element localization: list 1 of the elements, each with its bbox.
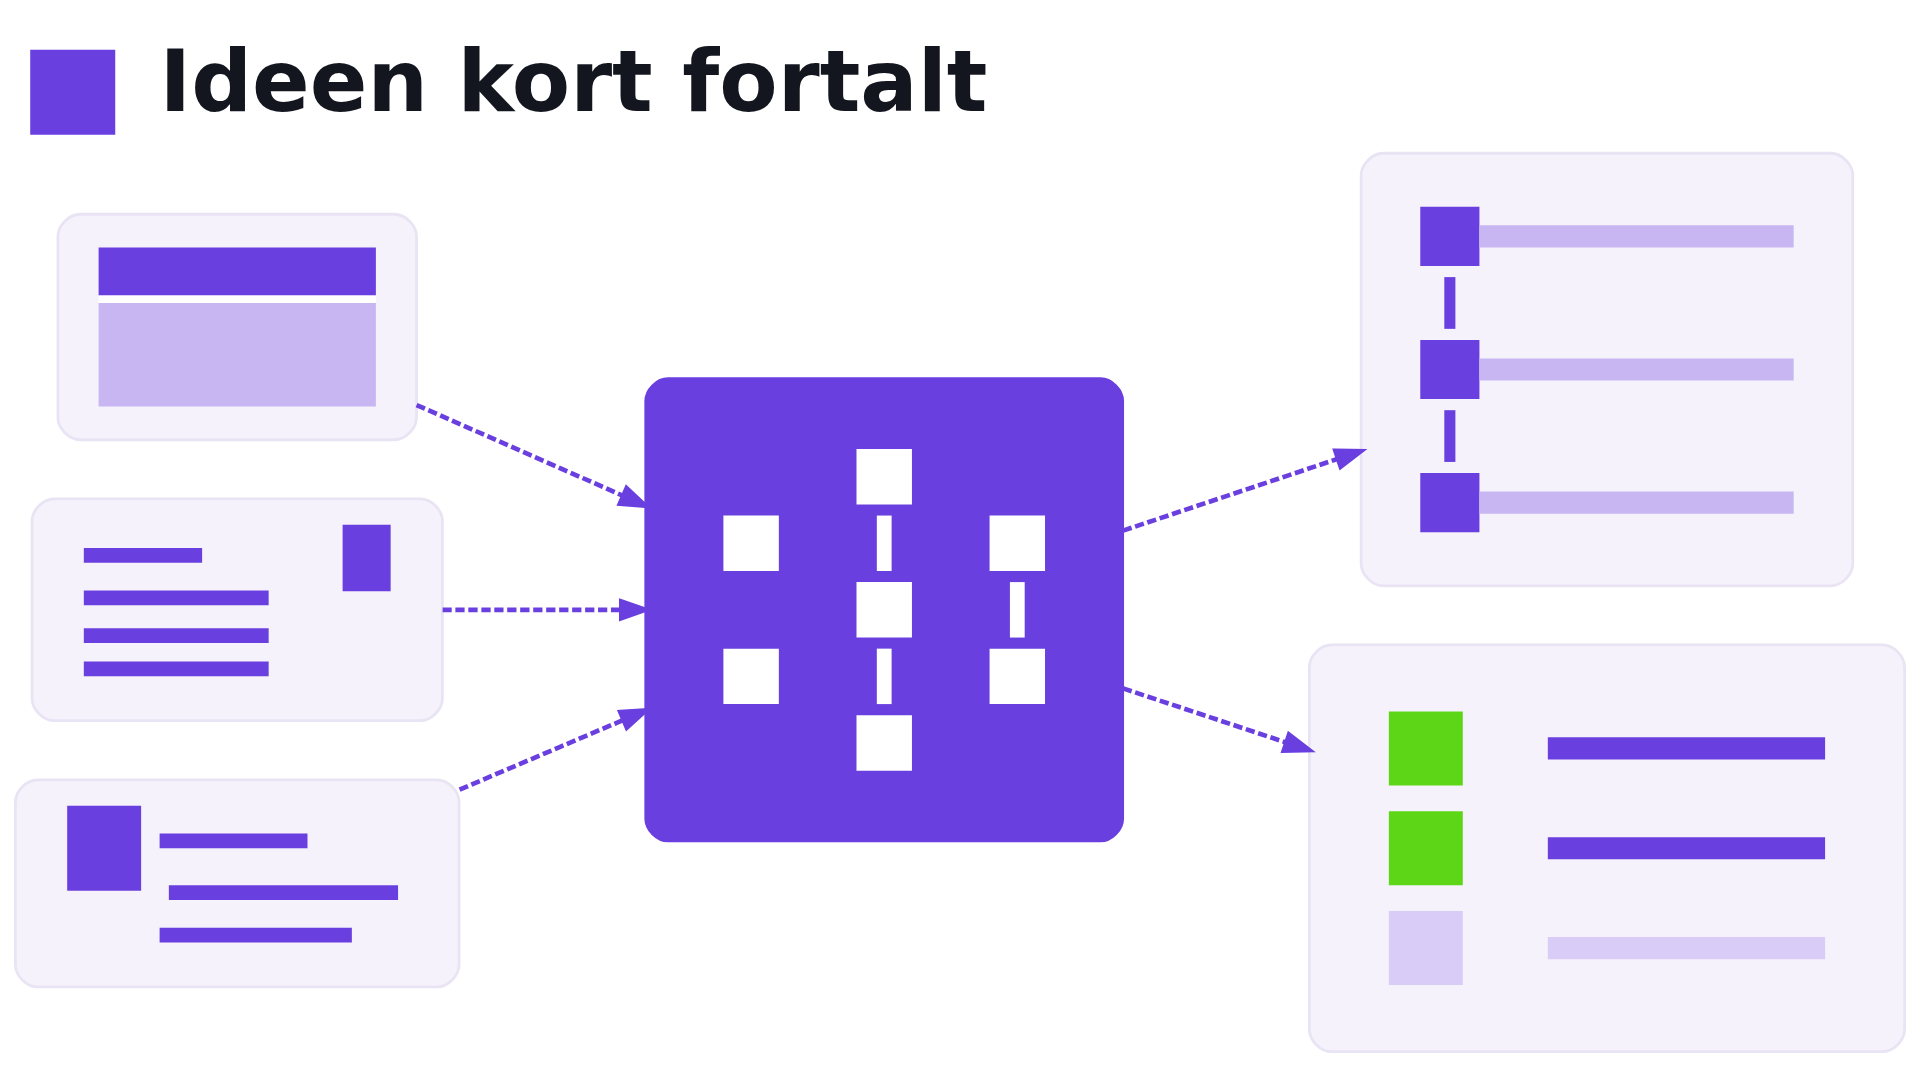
diagram-title: Ideen kort fortalt: [159, 31, 988, 131]
